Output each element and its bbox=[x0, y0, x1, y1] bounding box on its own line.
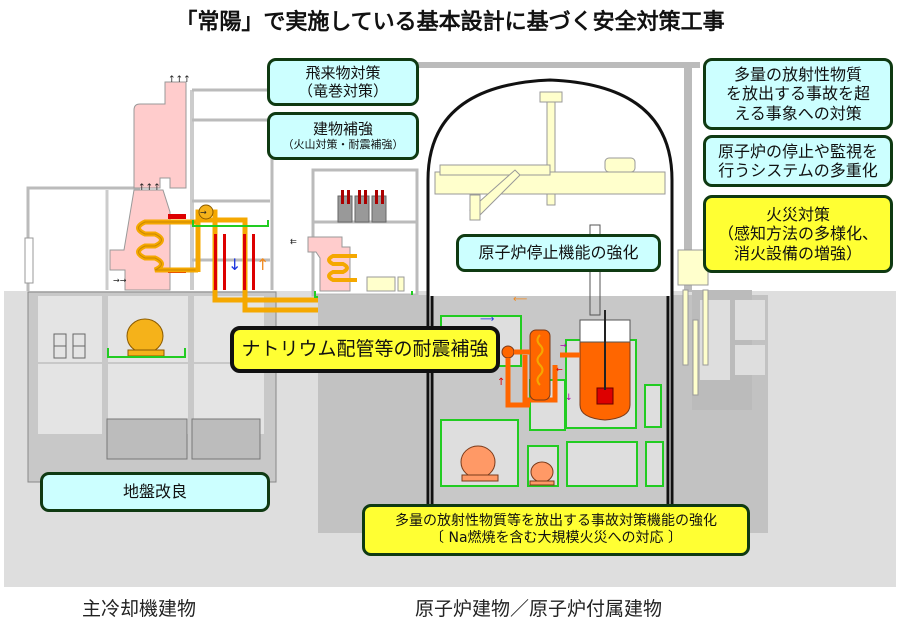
basement-room bbox=[38, 364, 102, 434]
callout-text: 原子炉の停止や監視を bbox=[717, 141, 878, 161]
callout-severe-accident: 多量の放射性物質等を放出する事故対策機能の強化 〔 Na燃焼を含む大規模火災への… bbox=[362, 504, 750, 556]
callout-text: える事象への対策 bbox=[734, 103, 862, 123]
exhaust-arrows: ↑↑↑ bbox=[168, 75, 191, 85]
callout-text: 消火設備の増強） bbox=[733, 243, 862, 263]
air-cooler-coil bbox=[136, 219, 198, 273]
callout-subtext: Na燃焼を含む大規模火災への対応 bbox=[448, 530, 664, 546]
pit bbox=[106, 418, 188, 460]
callout-beyond-design-basis: 多量の放射性物質 を放出する事故を超 える事象への対策 bbox=[703, 58, 893, 130]
callout-subtext-bracketed: 〔 Na燃焼を含む大規模火災への対応 〕 bbox=[430, 530, 682, 546]
pit bbox=[191, 418, 261, 460]
equipment-boundary bbox=[192, 220, 269, 227]
callout-shutdown-function: 原子炉停止機能の強化 bbox=[456, 234, 661, 272]
aux-cooler bbox=[307, 236, 351, 292]
callout-text: （感知方法の多様化、 bbox=[717, 224, 878, 244]
room bbox=[645, 441, 664, 487]
air-cooler-stack bbox=[133, 81, 187, 189]
callout-subtext: （竜巻対策） bbox=[297, 82, 388, 100]
secondary-pump bbox=[198, 204, 214, 220]
callout-text: 多量の放射性物質等を放出する事故対策機能の強化 bbox=[395, 513, 717, 530]
label-reactor-building: 原子炉建物／原子炉付属建物 bbox=[415, 598, 663, 620]
tank bbox=[530, 461, 554, 483]
flow-arrow-red: ↑ bbox=[497, 377, 505, 388]
tank bbox=[460, 445, 496, 479]
flow-arrow-blue: ⟶ bbox=[480, 314, 494, 325]
callout-fire-protection: 火災対策 （感知方法の多様化、 消火設備の増強） bbox=[703, 195, 893, 273]
louver bbox=[24, 237, 34, 284]
callout-text: を放出する事故を超 bbox=[725, 84, 870, 104]
equipment-boundary bbox=[107, 348, 186, 358]
flow-arrow-purple: ↓ bbox=[565, 393, 573, 403]
dump-tank-base bbox=[127, 349, 165, 357]
room bbox=[566, 441, 638, 487]
top-building-frame bbox=[410, 62, 700, 68]
flow-arrow-orange: ↑ bbox=[256, 255, 269, 274]
reactor-core bbox=[596, 387, 614, 405]
updraft-arrows: ↑↑↑ bbox=[138, 183, 161, 193]
aux-coil bbox=[327, 254, 357, 282]
air-cooler-body bbox=[109, 189, 171, 291]
callout-sodium-piping-seismic: ナトリウム配管等の耐震補強 bbox=[230, 326, 500, 373]
callout-text: 地盤改良 bbox=[122, 482, 187, 502]
aux-equipment bbox=[366, 276, 396, 292]
callout-text: 建物補強 bbox=[312, 120, 373, 139]
callout-subtext: （火山対策・耐震補強） bbox=[282, 138, 404, 152]
callout-missile-protection: 飛来物対策 （竜巻対策） bbox=[267, 58, 419, 106]
callout-text: 飛来物対策 bbox=[305, 64, 381, 82]
callout-ground-improvement: 地盤改良 bbox=[40, 472, 270, 512]
svg-text:⇇: ⇇ bbox=[290, 237, 297, 246]
callout-text: 多量の放射性物質 bbox=[733, 65, 862, 85]
page-title: 「常陽」で実施している基本設計に基づく安全対策工事 bbox=[175, 10, 725, 35]
flow-arrow-orange: ⟵ bbox=[513, 294, 527, 305]
dump-tank bbox=[126, 318, 164, 354]
svg-text:→: → bbox=[200, 208, 207, 217]
label-main-cooler-building: 主冷却機建物 bbox=[82, 598, 197, 620]
flow-arrow-red: ← bbox=[556, 365, 563, 374]
callout-text: 火災対策 bbox=[765, 205, 830, 225]
basement-room bbox=[38, 296, 102, 362]
flow-arrow-purple: → bbox=[560, 341, 567, 350]
flow-arrow-blue: ↓ bbox=[228, 255, 241, 274]
primary-pump bbox=[501, 345, 515, 359]
intake-arrows: →→ bbox=[113, 276, 127, 285]
handling-machine bbox=[682, 289, 689, 366]
callout-text: ナトリウム配管等の耐震補強 bbox=[241, 338, 489, 361]
callout-building-reinforcement: 建物補強 （火山対策・耐震補強） bbox=[267, 112, 419, 160]
callout-text: 行うシステムの多重化 bbox=[718, 161, 878, 180]
heater bbox=[168, 214, 186, 219]
callout-redundancy: 原子炉の停止や監視を 行うシステムの多重化 bbox=[703, 135, 893, 187]
callout-text: 原子炉停止機能の強化 bbox=[478, 243, 639, 263]
